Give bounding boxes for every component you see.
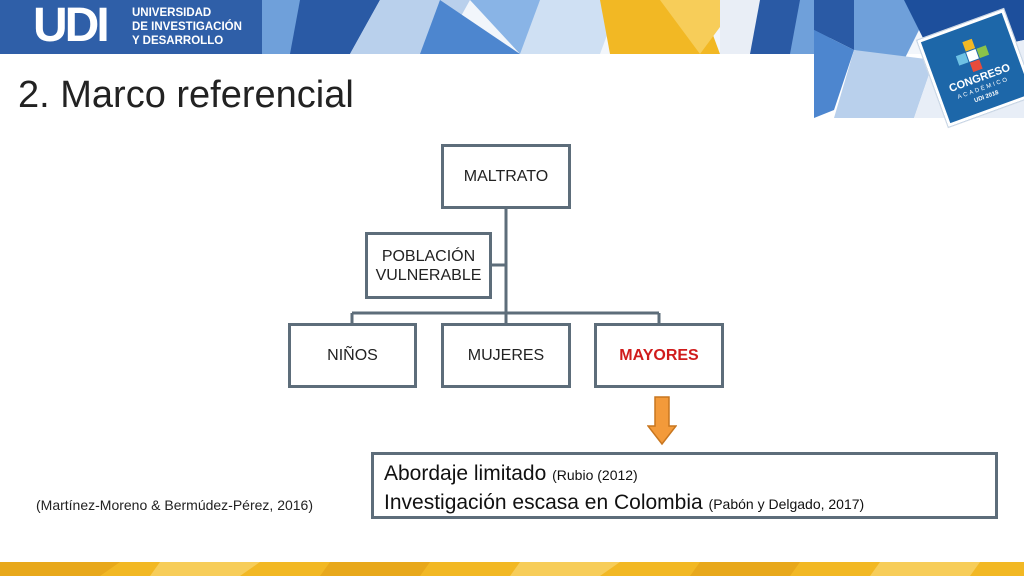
finding-1-citation: (Rubio (2012)	[552, 467, 638, 483]
logo-line-1: UNIVERSIDAD	[132, 7, 212, 19]
logo-wordmark: UNIVERSIDAD DE INVESTIGACIÓN Y DESARROLL…	[132, 6, 242, 48]
node-mujeres: MUJERES	[441, 323, 571, 388]
congreso-badge: CONGRESO ACADÉMICO UDI 2018	[917, 9, 1024, 127]
header-decoration	[262, 0, 830, 54]
footer-band	[0, 562, 1024, 576]
logo-line-3: Y DESARROLLO	[132, 35, 224, 47]
node-poblacion-vulnerable: POBLACIÓN VULNERABLE	[365, 232, 492, 299]
node-mayores: MAYORES	[594, 323, 724, 388]
finding-1: Abordaje limitado (Rubio (2012)	[384, 460, 985, 489]
logo-mark: UDI	[33, 0, 110, 52]
finding-1-text: Abordaje limitado	[384, 462, 547, 485]
node-maltrato: MALTRATO	[441, 144, 571, 209]
udi-logo: UDI UNIVERSIDAD DE INVESTIGACIÓN Y DESAR…	[0, 0, 262, 54]
finding-2-citation: (Pabón y Delgado, 2017)	[708, 496, 865, 512]
puzzle-icon	[955, 38, 990, 73]
node-ninos: NIÑOS	[288, 323, 417, 388]
down-arrow-icon	[647, 396, 677, 446]
slide-title: 2. Marco referencial	[18, 74, 354, 116]
finding-2-text: Investigación escasa en Colombia	[384, 491, 703, 514]
logo-line-2: DE INVESTIGACIÓN	[132, 21, 242, 33]
finding-2: Investigación escasa en Colombia (Pabón …	[384, 489, 985, 518]
source-citation: (Martínez-Moreno & Bermúdez-Pérez, 2016)	[36, 497, 313, 513]
findings-box: Abordaje limitado (Rubio (2012) Investig…	[371, 452, 998, 519]
